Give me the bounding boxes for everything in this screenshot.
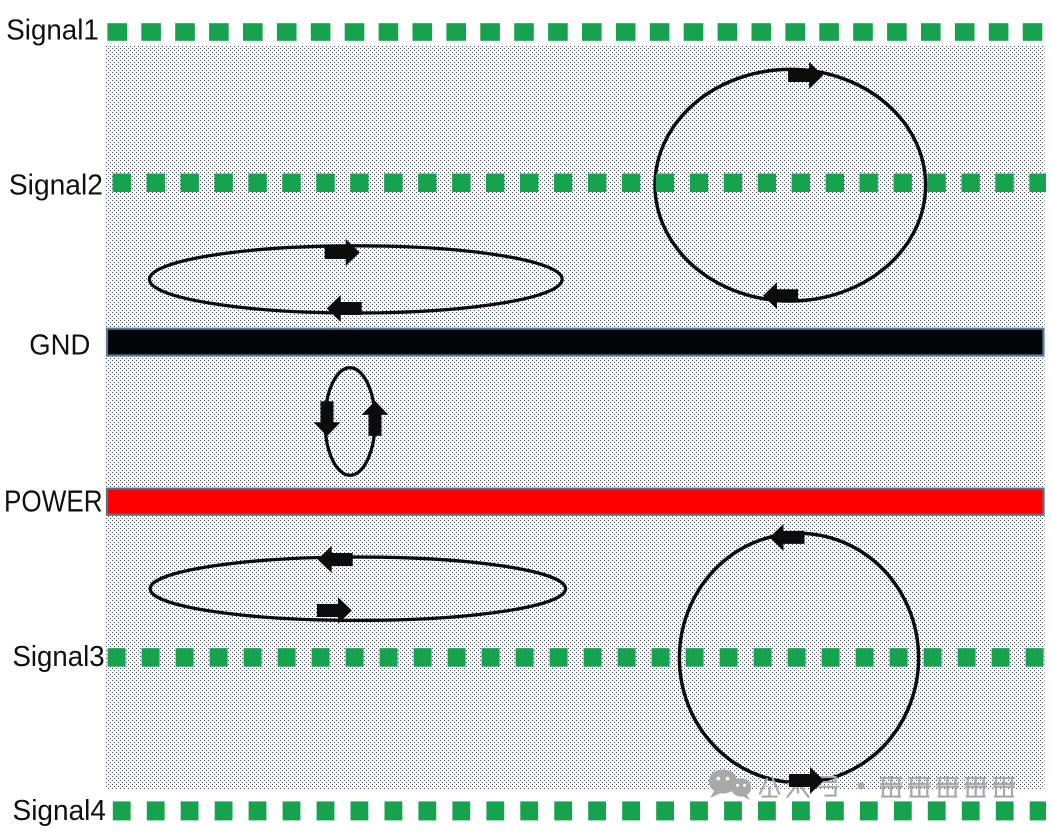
svg-text:Signal2: Signal2 (9, 170, 103, 202)
svg-text:Signal4: Signal4 (13, 795, 107, 827)
svg-text:Signal3: Signal3 (13, 641, 105, 673)
svg-text:GND: GND (29, 330, 90, 362)
svg-text:POWER: POWER (4, 484, 103, 519)
svg-text:Signal1: Signal1 (6, 15, 99, 47)
